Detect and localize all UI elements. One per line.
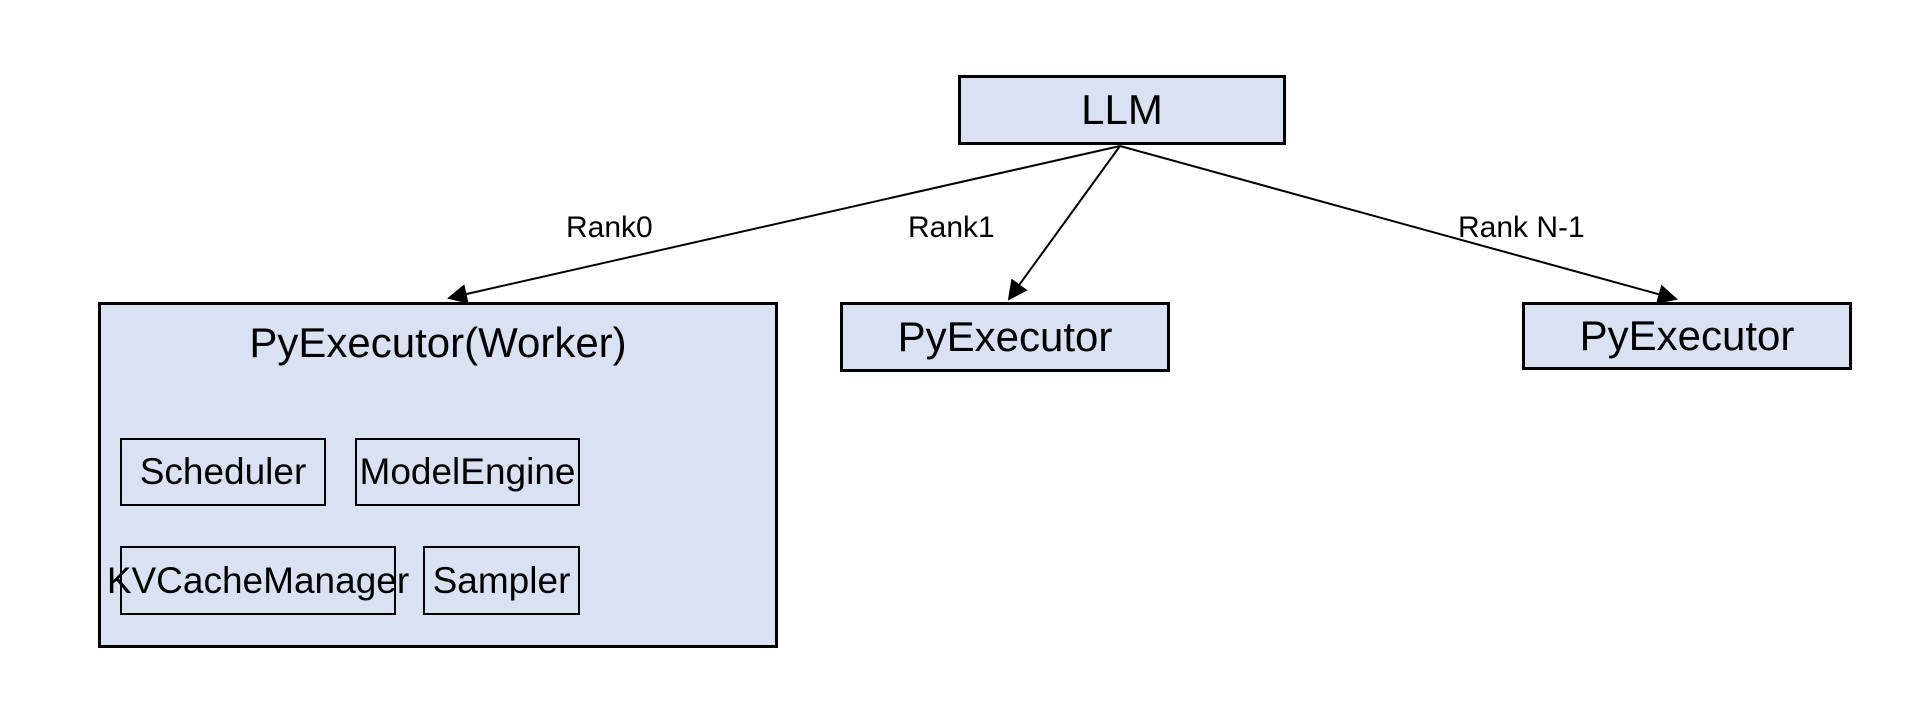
node-kv-cache-manager-label: KVCacheManager <box>106 559 410 601</box>
node-model-engine: ModelEngine <box>355 438 580 506</box>
edge-label-rank0: Rank0 <box>566 211 653 244</box>
node-llm-label: LLM <box>1081 86 1163 133</box>
node-pyexecutor-rank-n-1-label: PyExecutor <box>1579 312 1795 359</box>
edge-label-rank-n-1: Rank N-1 <box>1458 211 1585 244</box>
edge-rank0-line <box>447 145 1121 304</box>
edge-rank1-line <box>1007 145 1121 301</box>
edge-rank-n-1-line <box>1119 145 1678 304</box>
node-pyexecutor-rank-n-1: PyExecutor <box>1522 302 1852 370</box>
node-kv-cache-manager: KVCacheManager <box>107 546 409 615</box>
node-scheduler: Scheduler <box>120 438 326 506</box>
node-pyexecutor-rank1: PyExecutor <box>840 302 1170 372</box>
node-pyexecutor-rank1-label: PyExecutor <box>897 313 1113 360</box>
edge-label-rank1: Rank1 <box>908 211 995 244</box>
node-llm: LLM <box>958 75 1286 145</box>
node-sampler-label: Sampler <box>432 559 571 601</box>
node-pyexecutor-worker: PyExecutor(Worker) Scheduler ModelEngine… <box>98 302 778 648</box>
node-pyexecutor-worker-label: PyExecutor(Worker) <box>249 319 627 366</box>
node-scheduler-label: Scheduler <box>139 451 307 492</box>
node-model-engine-label: ModelEngine <box>359 451 576 492</box>
node-sampler: Sampler <box>423 546 580 615</box>
